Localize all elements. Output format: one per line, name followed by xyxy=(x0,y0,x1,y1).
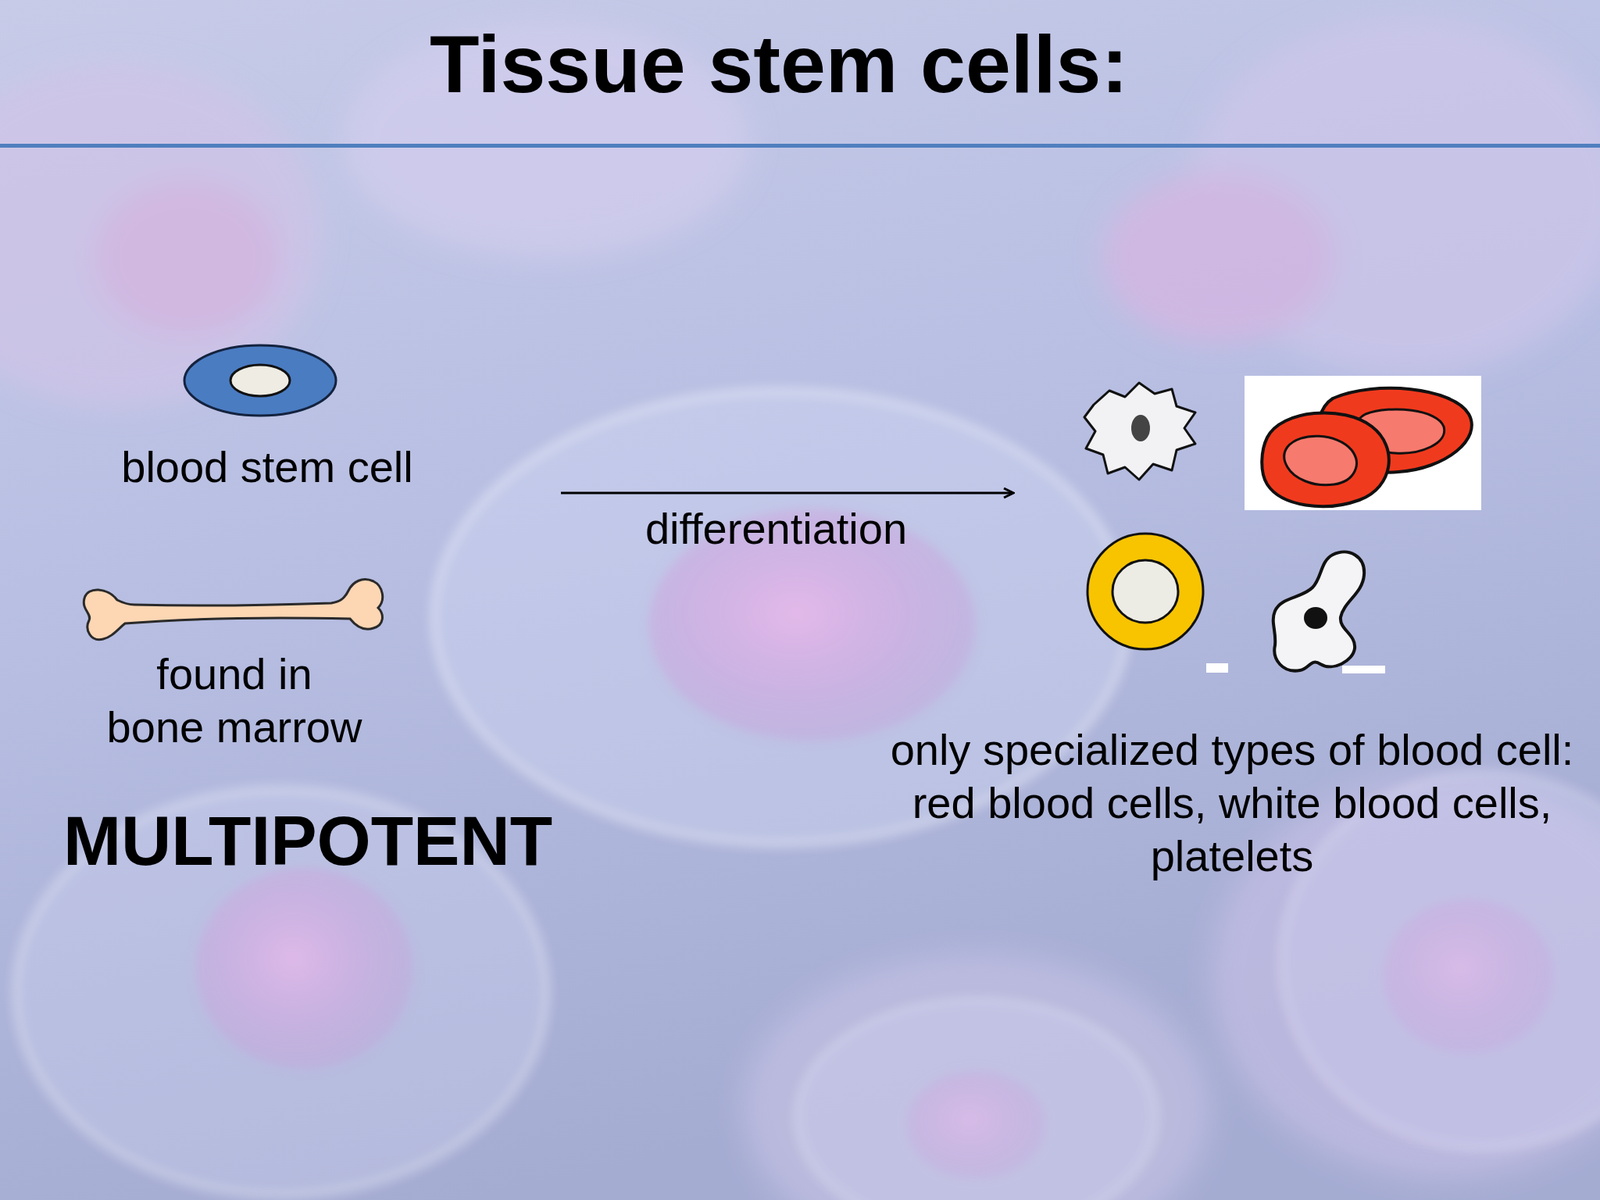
white-mark xyxy=(1206,663,1229,673)
bone-icon xyxy=(83,579,383,640)
specialized-cells-node: only specialized types of blood cell: re… xyxy=(1013,367,1576,696)
red-blood-cells-icon xyxy=(1244,375,1482,511)
lymphocyte-icon xyxy=(1087,533,1204,650)
potency-label: MULTIPOTENT xyxy=(46,798,569,883)
node-label: blood stem cell xyxy=(110,443,424,491)
differentiation-arrow xyxy=(560,492,1014,495)
white-blood-cell-icon xyxy=(1084,382,1196,480)
stem-cell-node: blood stem cell xyxy=(117,335,561,493)
node-label: only specialized types of blood cell: re… xyxy=(872,723,1592,883)
slide-title: Tissue stem cells: xyxy=(0,17,1558,111)
location-note: found in bone marrow xyxy=(103,647,365,754)
edge-label: differentiation xyxy=(581,503,972,554)
white-mark xyxy=(1342,665,1386,674)
irregular-cell-icon xyxy=(1273,551,1365,671)
stem-cell-icon xyxy=(184,345,336,416)
